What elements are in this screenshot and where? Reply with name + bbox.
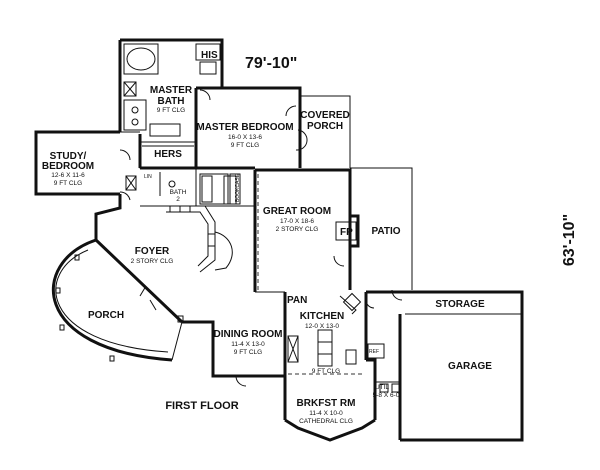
- covered-porch-label-1: COVERED: [300, 110, 349, 121]
- covered-porch-label-2: PORCH: [307, 121, 343, 132]
- breakfast-room-label: BRKFST RM: [297, 398, 356, 409]
- utility-label: UTIL: [375, 384, 389, 391]
- exterior-walls: [34, 38, 524, 442]
- floor-label: FIRST FLOOR: [165, 400, 238, 412]
- dining-room-ceiling: 9 FT CLG: [234, 349, 262, 356]
- depth-dimension: 63'-10": [561, 214, 578, 266]
- study-label-1: STUDY/: [50, 151, 87, 162]
- width-dimension: 79'-10": [245, 55, 297, 72]
- master-bedroom-size: 16-0 X 13-6: [228, 134, 262, 141]
- study-label-2: BEDROOM: [42, 161, 94, 172]
- master-bedroom-label: MASTER BEDROOM: [196, 122, 293, 133]
- master-bedroom-ceiling: 9 FT CLG: [231, 142, 259, 149]
- great-room-label: GREAT ROOM: [263, 206, 331, 217]
- great-room-size: 17-0 X 18-6: [280, 218, 314, 225]
- fireplace-label: FP: [340, 227, 353, 238]
- fixtures: [119, 43, 403, 393]
- kitchen-ceiling: 9 FT CLG: [312, 368, 340, 375]
- study-size: 12-6 X 11-6: [51, 172, 85, 179]
- breakfast-room-size: 11-4 X 10-0: [309, 410, 343, 417]
- master-bath-label-2: BATH: [157, 96, 184, 107]
- bookcase-label: BOOKCASE: [235, 173, 241, 202]
- his-closet-label: HIS: [201, 50, 218, 61]
- dining-room-label: DINING ROOM: [214, 329, 283, 340]
- master-bath-ceiling: 9 FT CLG: [157, 107, 185, 114]
- pantry-label: PAN: [287, 295, 307, 306]
- foyer-label: FOYER: [135, 246, 170, 257]
- refrigerator-label: REF: [369, 349, 379, 355]
- storage-label: STORAGE: [435, 299, 485, 310]
- breakfast-room-ceiling: CATHEDRAL CLG: [299, 418, 353, 425]
- hers-closet-label: HERS: [154, 149, 182, 160]
- dining-room-size: 11-4 X 13-0: [231, 341, 265, 348]
- porch-curve: [51, 238, 184, 362]
- kitchen-size: 12-0 X 13-0: [305, 323, 339, 330]
- linen-label: LIN: [144, 174, 152, 180]
- kitchen-label: KITCHEN: [300, 311, 344, 322]
- study-ceiling: 9 FT CLG: [54, 180, 82, 187]
- porch-label: PORCH: [88, 310, 124, 321]
- utility-size: 5-8 X 6-0: [373, 392, 400, 399]
- master-bath-label-1: MASTER: [150, 85, 193, 96]
- bath2-label-2: 2: [176, 196, 180, 203]
- great-room-ceiling: 2 STORY CLG: [276, 226, 319, 233]
- patio-label: PATIO: [371, 226, 400, 237]
- foyer-ceiling: 2 STORY CLG: [131, 258, 174, 265]
- garage-label: GARAGE: [448, 361, 492, 372]
- bath2-label-1: BATH: [170, 189, 187, 196]
